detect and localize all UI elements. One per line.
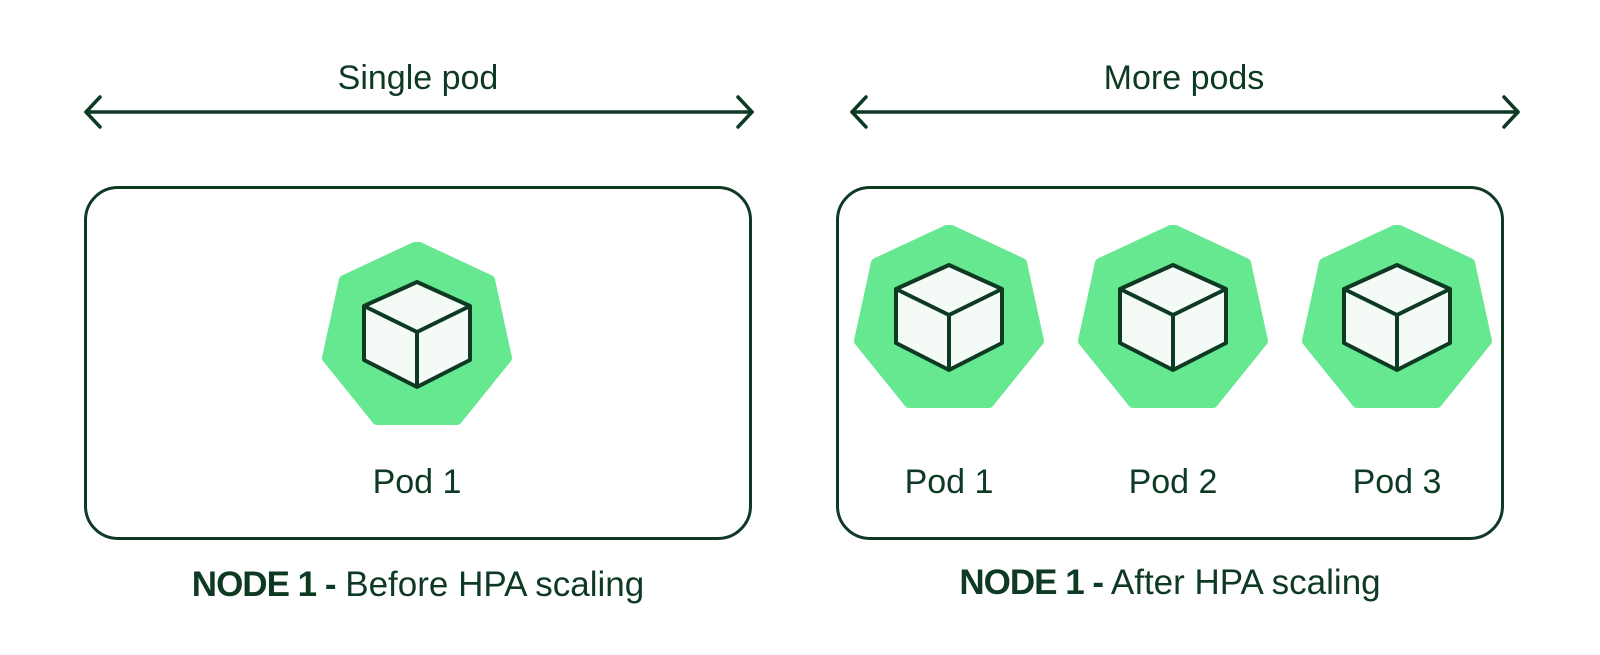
pod-label: Pod 3 [1352, 463, 1442, 501]
pod-item: Pod 3 [1302, 225, 1492, 501]
pod-label: Pod 1 [904, 463, 994, 501]
pod-label: Pod 1 [372, 463, 462, 501]
pod-cube-icon [1302, 225, 1492, 408]
node-before-scaling: Pod 1 [84, 186, 752, 540]
caption-after-scaling: NODE 1 - After HPA scaling [836, 562, 1504, 604]
pod-cube-icon [1078, 225, 1268, 408]
caption-description: After HPA scaling [1110, 563, 1381, 602]
pod-item: Pod 1 [854, 225, 1044, 501]
caption-node-name: NODE 1 - [191, 565, 337, 604]
pod-item: Pod 1 [322, 242, 512, 512]
caption-node-name: NODE 1 - [959, 563, 1104, 602]
node-after-scaling: Pod 1 Pod 2 Pod 3 [836, 186, 1504, 540]
pod-cube-icon [854, 225, 1044, 408]
pod-item: Pod 2 [1078, 225, 1268, 501]
single-pod-label: Single pod [337, 59, 499, 97]
caption-before-scaling: NODE 1 - Before HPA scaling [84, 564, 752, 606]
more-pods-label: More pods [1103, 59, 1265, 97]
caption-description: Before HPA scaling [345, 565, 645, 604]
pod-cube-icon [322, 242, 512, 425]
left-width-arrow [84, 95, 754, 129]
right-width-arrow [850, 95, 1520, 129]
pod-label: Pod 2 [1128, 463, 1218, 501]
